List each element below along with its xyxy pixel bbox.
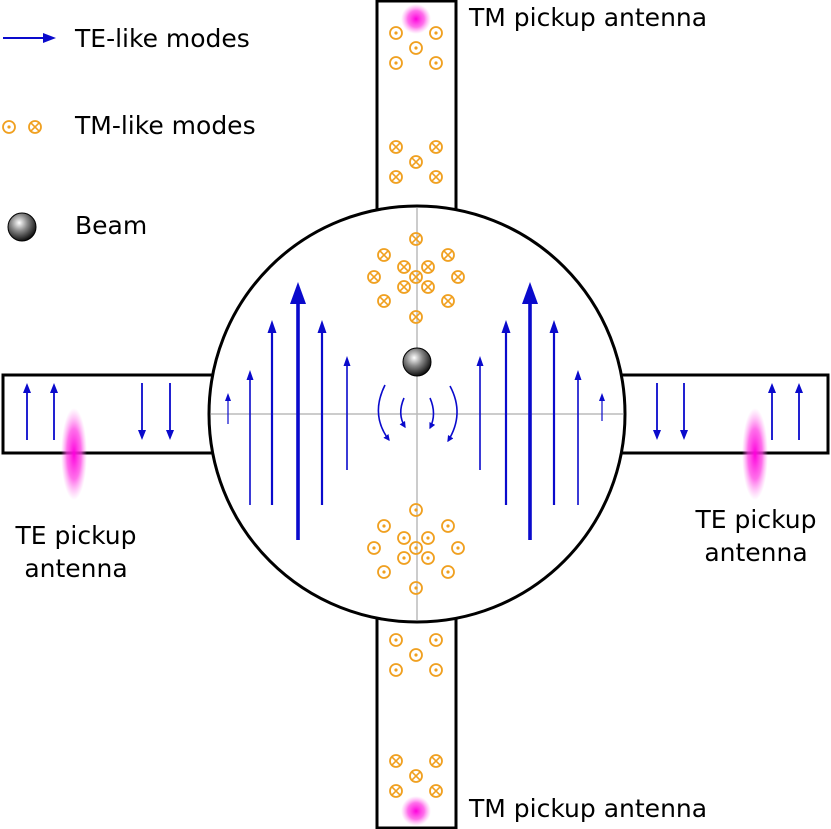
tm-symbol-top-guide-inner-1 [389, 140, 403, 154]
tm-symbol-cavity-upper-6 [367, 270, 381, 284]
tm-symbol-cavity-lower-7 [409, 541, 423, 555]
te-arrow-guide-4 [166, 383, 174, 440]
right-waveguide-arm [605, 373, 830, 455]
tm-symbol-cavity-lower-6 [367, 541, 381, 555]
te-antenna-right [742, 408, 768, 500]
tm-symbol-cavity-upper-5 [421, 260, 435, 274]
te-arrow-cavity-3 [267, 320, 277, 505]
te-right-label-line2: antenna [704, 538, 807, 567]
tm-symbol-top-guide-inner-2 [429, 140, 443, 154]
tm-symbol-cavity-upper-13 [409, 310, 423, 324]
tm-symbol-top-guide-outer-1 [389, 26, 403, 40]
tm-bottom-label: TM pickup antenna [468, 794, 707, 823]
tm-symbol-cavity-upper-12 [441, 294, 455, 308]
tm-symbol-cavity-lower-2 [377, 519, 391, 533]
tm-symbol-bottom-guide-outer-2 [429, 754, 443, 768]
tm-symbol-bottom-guide-inner-4 [389, 663, 403, 677]
te-right-label-line1: TE pickup [695, 505, 817, 534]
tm-symbol-cavity-upper-10 [421, 280, 435, 294]
legend-tm-dot-icon [2, 120, 16, 134]
te-left-label-line2: antenna [24, 554, 127, 583]
te-arrow-cavity-7 [476, 356, 484, 470]
te-arrow-guide-5 [653, 383, 661, 440]
tm-symbol-top-guide-outer-5 [429, 56, 443, 70]
te-arrow-cavity-5 [317, 320, 327, 505]
tm-symbol-cavity-lower-3 [441, 519, 455, 533]
legend-beam-marker [7, 212, 37, 242]
tm-symbol-cavity-lower-12 [441, 565, 455, 579]
te-arrow-guide-2 [50, 383, 58, 440]
tm-symbol-cavity-upper-4 [397, 260, 411, 274]
te-arrow-guide-6 [680, 383, 688, 440]
tm-symbol-cavity-lower-13 [409, 581, 423, 595]
te-arrow-cavity-12 [599, 393, 605, 421]
tm-symbol-bottom-guide-inner-1 [389, 633, 403, 647]
legend-beam-label: Beam [75, 211, 147, 240]
tm-symbol-bottom-guide-inner-5 [429, 663, 443, 677]
te-arrow-cavity-6 [343, 356, 351, 470]
te-arrows-layer [23, 282, 803, 540]
tm-symbol-bottom-guide-outer-4 [389, 784, 403, 798]
te-antenna-left [61, 408, 87, 500]
te-left-label-line1: TE pickup [15, 521, 137, 550]
tm-symbol-top-guide-outer-4 [389, 56, 403, 70]
te-arrow-cavity-8 [501, 320, 511, 505]
te-arrow-cavity-9 [522, 282, 538, 540]
te-arrow-guide-1 [23, 383, 31, 440]
tm-symbol-cavity-upper-11 [377, 294, 391, 308]
te-arrow-cavity-2 [246, 370, 254, 505]
tm-symbol-bottom-guide-inner-3 [409, 648, 423, 662]
tm-symbol-cavity-lower-5 [421, 531, 435, 545]
tm-symbol-bottom-guide-outer-5 [429, 784, 443, 798]
bottom-waveguide-arm [375, 605, 458, 829]
te-arrow-guide-3 [138, 383, 146, 440]
legend-tm-symbols [2, 120, 42, 134]
te-curl-arrows [377, 384, 458, 443]
tm-top-label: TM pickup antenna [468, 3, 707, 32]
te-arrow-cavity-4 [290, 282, 306, 540]
tm-symbol-cavity-lower-11 [377, 565, 391, 579]
tm-symbol-top-guide-inner-4 [389, 170, 403, 184]
beam-marker [402, 347, 432, 377]
tm-symbol-top-guide-inner-5 [429, 170, 443, 184]
tm-symbol-cavity-upper-7 [409, 270, 423, 284]
tm-symbol-cavity-lower-10 [421, 551, 435, 565]
tm-symbol-cavity-upper-1 [409, 232, 423, 246]
tm-symbol-top-guide-outer-3 [409, 41, 423, 55]
tm-symbol-top-guide-outer-2 [429, 26, 443, 40]
te-arrow-guide-7 [768, 383, 776, 440]
legend-tm-cross-icon [28, 120, 42, 134]
legend: TE-like modes TM-like modes Beam [2, 24, 256, 242]
tm-symbol-bottom-guide-inner-2 [429, 633, 443, 647]
legend-tm-label: TM-like modes [74, 111, 256, 140]
top-waveguide-arm [375, 0, 458, 225]
te-arrow-guide-8 [795, 383, 803, 440]
tm-symbol-cavity-upper-2 [377, 248, 391, 262]
tm-symbol-cavity-upper-8 [451, 270, 465, 284]
tm-antenna-top [401, 4, 431, 34]
te-arrow-cavity-1 [225, 393, 231, 424]
tm-symbols-layer [367, 26, 465, 798]
te-arrow-cavity-11 [574, 370, 582, 505]
tm-symbol-cavity-lower-4 [397, 531, 411, 545]
legend-te-label: TE-like modes [74, 24, 250, 53]
tm-symbol-cavity-lower-9 [397, 551, 411, 565]
tm-symbol-cavity-upper-9 [397, 280, 411, 294]
tm-symbol-bottom-guide-outer-3 [409, 769, 423, 783]
tm-symbol-top-guide-inner-3 [409, 155, 423, 169]
left-waveguide-arm [1, 373, 227, 455]
te-arrow-cavity-10 [549, 320, 559, 505]
legend-te-arrowhead [43, 33, 56, 43]
tm-antenna-bottom [401, 796, 431, 826]
tm-symbol-cavity-upper-3 [441, 248, 455, 262]
tm-symbol-cavity-lower-8 [451, 541, 465, 555]
tm-symbol-bottom-guide-outer-1 [389, 754, 403, 768]
tm-symbol-cavity-lower-1 [409, 503, 423, 517]
